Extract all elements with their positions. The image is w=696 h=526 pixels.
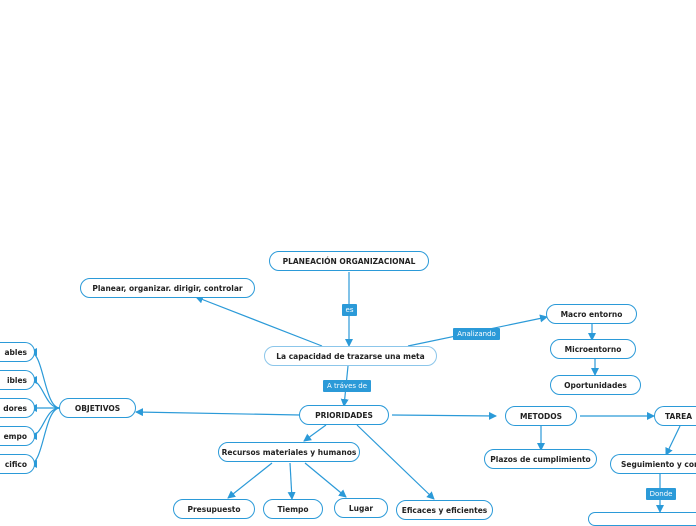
node-plazos[interactable]: Plazos de cumplimiento bbox=[484, 449, 597, 469]
node-macro[interactable]: Macro entorno bbox=[546, 304, 637, 324]
edge-recursos-lugar bbox=[304, 462, 347, 498]
node-objetivo-4[interactable]: empo bbox=[0, 426, 35, 446]
node-objetivo-2[interactable]: ibles bbox=[0, 370, 35, 390]
tag-es: es bbox=[342, 304, 357, 316]
node-seguimiento[interactable]: Seguimiento y contr bbox=[610, 454, 696, 474]
node-objetivo-3[interactable]: dores bbox=[0, 398, 35, 418]
node-tiempo[interactable]: Tiempo bbox=[263, 499, 323, 519]
edge-prioridades-metodos bbox=[391, 411, 497, 420]
tag-donde: Donde bbox=[646, 488, 676, 500]
node-planear[interactable]: Planear, organizar. dirigir, controlar bbox=[80, 278, 255, 298]
tag-analizando: Analizando bbox=[453, 328, 500, 340]
edge-tareas-seguimiento bbox=[665, 425, 681, 456]
node-lugar[interactable]: Lugar bbox=[334, 498, 388, 518]
edge-recursos-tiempo bbox=[287, 462, 296, 500]
node-recursos[interactable]: Recursos materiales y humanos bbox=[218, 442, 360, 462]
node-tareas[interactable]: TAREA bbox=[654, 406, 696, 426]
node-capacidad[interactable]: La capacidad de trazarse una meta bbox=[264, 346, 437, 366]
edge-prioridades-objetivos bbox=[135, 408, 301, 417]
node-objetivo-5[interactable]: cifico bbox=[0, 454, 35, 474]
node-metodos[interactable]: METODOS bbox=[505, 406, 577, 426]
node-bottom-cut[interactable] bbox=[588, 512, 696, 526]
node-objetivos[interactable]: OBJETIVOS bbox=[59, 398, 136, 418]
edge-prioridades-eficaces bbox=[356, 424, 435, 500]
node-micro[interactable]: Microentorno bbox=[550, 339, 636, 359]
node-eficaces[interactable]: Eficaces y eficientes bbox=[396, 500, 493, 520]
edge-capacidad-planear bbox=[195, 295, 323, 347]
node-presupuesto[interactable]: Presupuesto bbox=[173, 499, 255, 519]
edge-prioridades-recursos bbox=[303, 424, 327, 442]
node-oportunidades[interactable]: Oportunidades bbox=[550, 375, 641, 395]
node-objetivo-1[interactable]: ables bbox=[0, 342, 35, 362]
node-prioridades[interactable]: PRIORIDADES bbox=[299, 405, 389, 425]
edge-recursos-presupuesto bbox=[227, 462, 273, 499]
tag-atraves: A tráves de bbox=[323, 380, 371, 392]
node-planeacion[interactable]: PLANEACIÓN ORGANIZACIONAL bbox=[269, 251, 429, 271]
